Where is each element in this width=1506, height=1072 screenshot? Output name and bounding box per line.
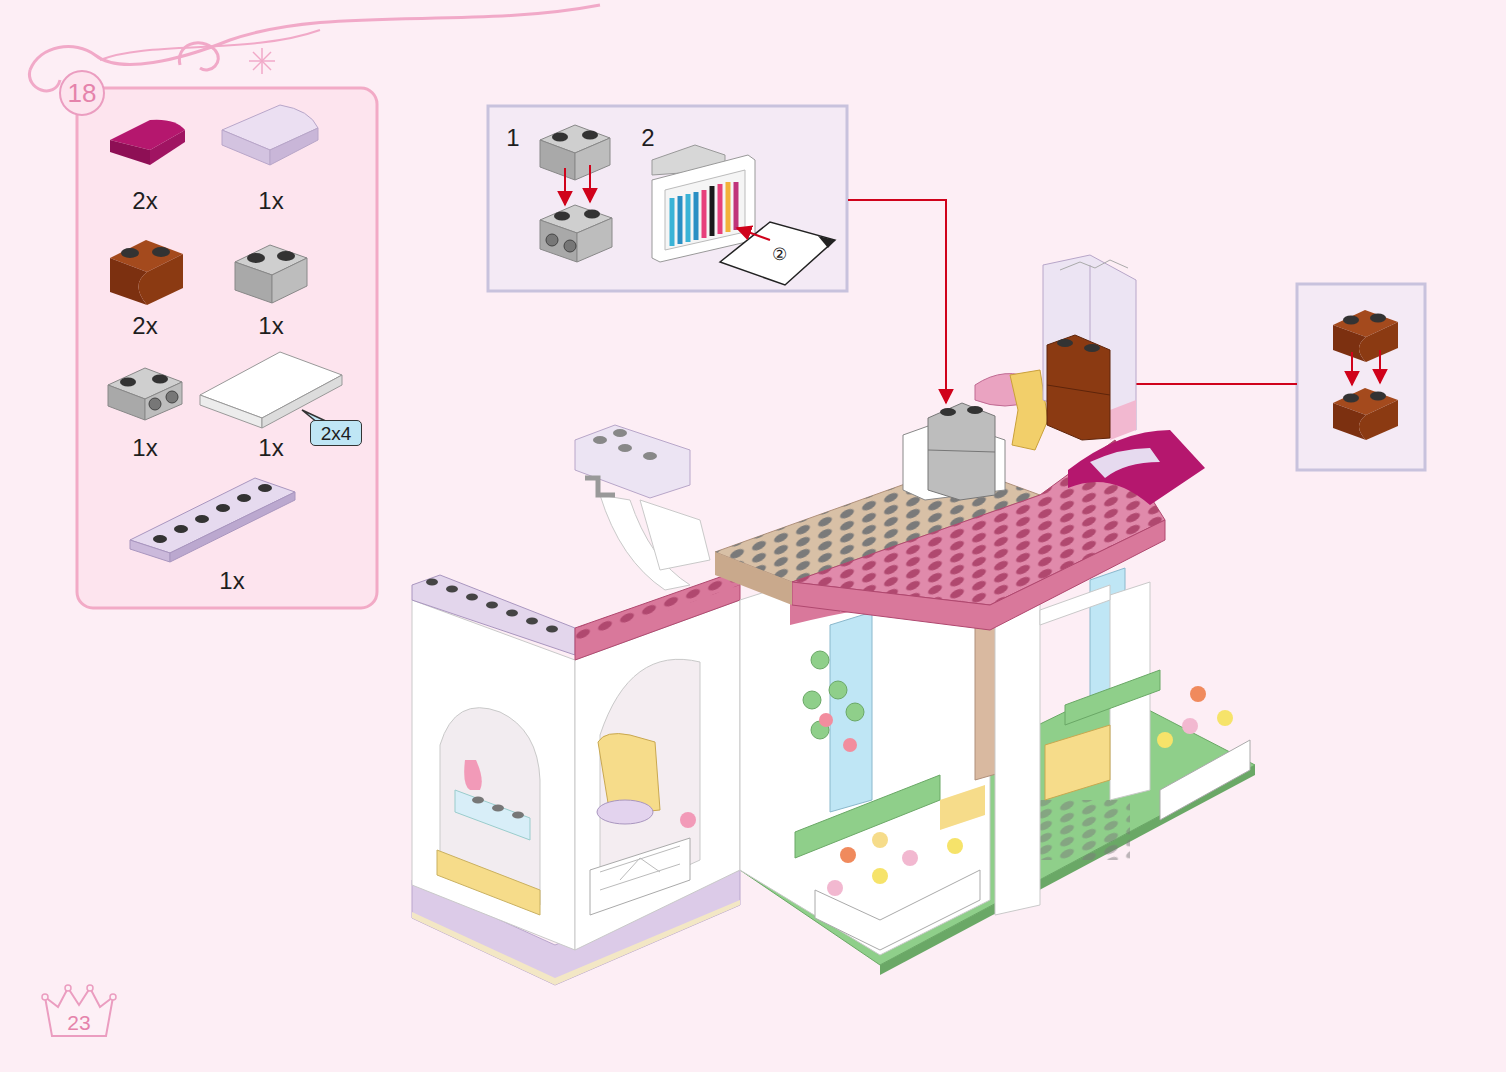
step-number: 18 [59, 70, 105, 116]
substep-number: 1 [506, 126, 519, 150]
crown-jewel [87, 985, 93, 991]
size-callout: 2x4 [310, 420, 362, 446]
quantity: 1x [258, 189, 283, 213]
sticker-number: ② [772, 246, 787, 263]
node-text: 23 [67, 1012, 90, 1033]
quantity: 1x [258, 436, 283, 460]
crown-jewel [65, 985, 71, 991]
quantity: 1x [219, 569, 244, 593]
substep-number: 2 [641, 126, 654, 150]
quantity: 2x [132, 314, 157, 338]
node-text: 18 [68, 80, 97, 106]
page-number: 23 [40, 983, 118, 1039]
quantity: 1x [132, 436, 157, 460]
crown-jewel [42, 994, 48, 1000]
quantity: 2x [132, 189, 157, 213]
quantity: 1x [258, 314, 283, 338]
node-text: 2x4 [321, 424, 352, 443]
crown-jewel [110, 994, 116, 1000]
crown-shape [45, 988, 113, 1036]
